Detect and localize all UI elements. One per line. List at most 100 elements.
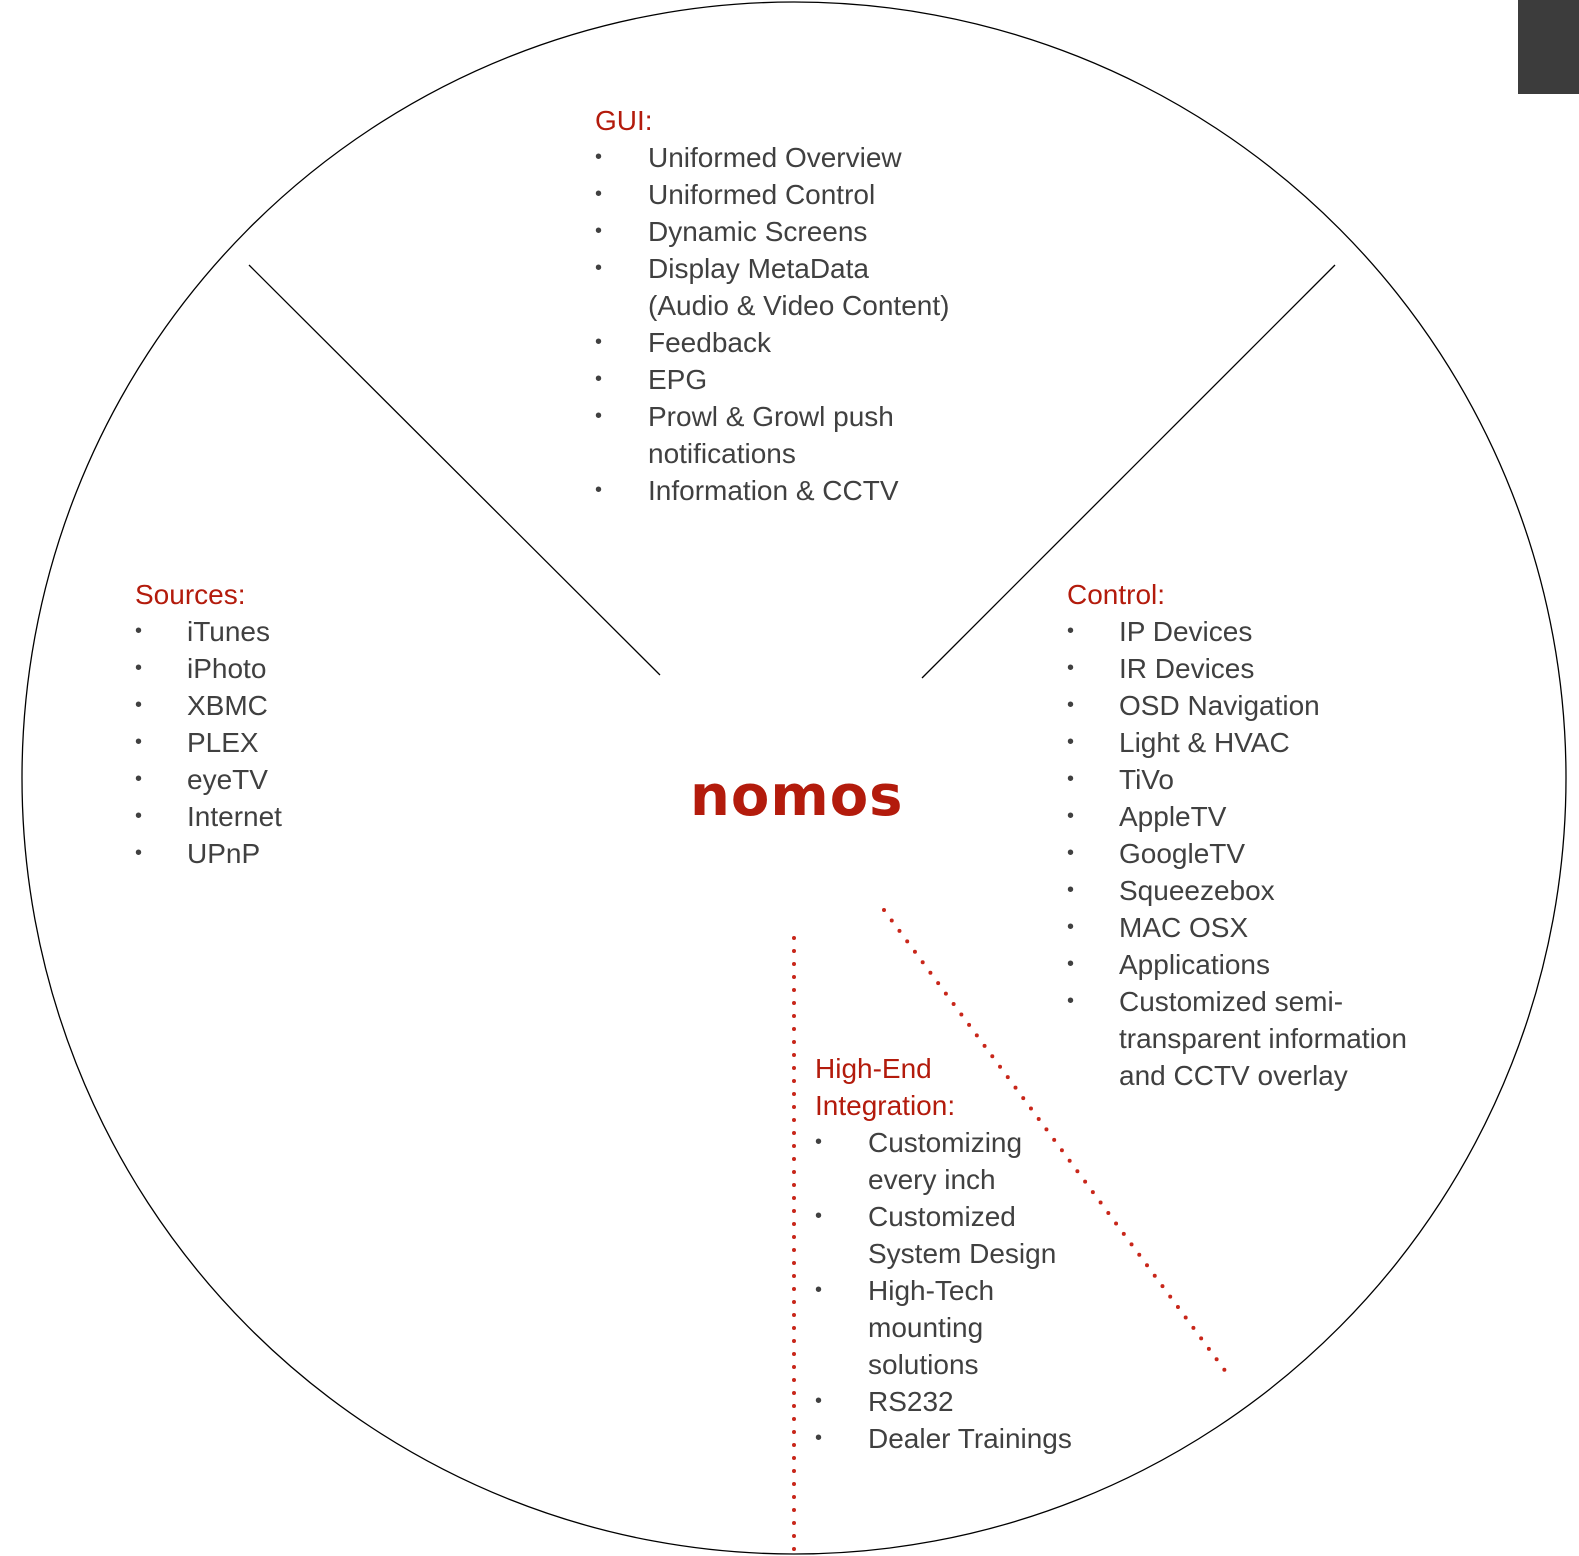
list-item-text: UPnP: [187, 838, 261, 869]
bullet-icon: •: [1067, 879, 1075, 901]
divider-right: [921, 264, 1336, 679]
bullet-icon: •: [595, 368, 603, 390]
gui-heading: GUI:: [595, 105, 653, 136]
integration-heading: High-End Integration:: [815, 1053, 956, 1121]
list-item-text: Customized semi- transparent information…: [1119, 986, 1407, 1091]
list-item: • iTunes: [135, 613, 435, 650]
bullet-icon: •: [595, 220, 603, 242]
bullet-icon: •: [815, 1390, 823, 1412]
list-item: • eyeTV: [135, 761, 435, 798]
bullet-icon: •: [595, 146, 603, 168]
list-item: • AppleTV: [1067, 798, 1467, 835]
bullet-icon: •: [1067, 805, 1075, 827]
list-item: •XBMC: [135, 687, 435, 724]
list-item: • Feedback: [595, 324, 1015, 361]
list-item-text: GoogleTV: [1119, 838, 1246, 869]
bullet-icon: •: [595, 479, 603, 501]
list-item-text: eyeTV: [187, 764, 268, 795]
list-item-text: MAC OSX: [1119, 912, 1249, 943]
list-item: • Customizing every inch: [815, 1124, 1115, 1198]
list-item: • Uniformed Overview: [595, 139, 1015, 176]
list-item-text: IP Devices: [1119, 616, 1253, 647]
list-item-text: iPhoto: [187, 653, 267, 684]
list-item-text: Light & HVAC: [1119, 727, 1290, 758]
list-item-text: AppleTV: [1119, 801, 1227, 832]
list-item: • IR Devices: [1067, 650, 1467, 687]
bullet-icon: •: [135, 805, 143, 827]
bullet-icon: •: [1067, 694, 1075, 716]
bullet-icon: •: [135, 768, 143, 790]
corner-tab: [1518, 0, 1579, 94]
integration-section: High-End Integration: • Customizing every…: [815, 1050, 1115, 1457]
list-item: • Prowl & Growl push notifications: [595, 398, 1015, 472]
bullet-icon: •: [1067, 768, 1075, 790]
list-item: • High-Tech mounting solutions: [815, 1272, 1115, 1383]
bullet-icon: •: [1067, 657, 1075, 679]
list-item-text: Dynamic Screens: [648, 216, 868, 247]
outer-circle: [21, 1, 1567, 1555]
bullet-icon: •: [815, 1131, 823, 1153]
bullet-icon: •: [1067, 842, 1075, 864]
bullet-icon: •: [815, 1279, 823, 1301]
list-item: • IP Devices: [1067, 613, 1467, 650]
control-heading: Control:: [1067, 579, 1166, 610]
list-item-text: Feedback: [648, 327, 771, 358]
list-item-text: EPG: [648, 364, 708, 395]
list-item-text: Applications: [1119, 949, 1270, 980]
list-item: • MAC OSX: [1067, 909, 1467, 946]
bullet-icon: •: [1067, 953, 1075, 975]
bullet-icon: •: [135, 620, 143, 642]
bullet-icon: •: [135, 657, 143, 679]
bullet-icon: •: [1067, 620, 1075, 642]
sources-section: Sources: •iTunes•iPhoto•XBMC•PLEX•eyeTV•…: [135, 576, 435, 872]
list-item: • TiVo: [1067, 761, 1467, 798]
bullet-icon: •: [135, 842, 143, 864]
list-item-text: Squeezebox: [1119, 875, 1275, 906]
list-item: • Customized System Design: [815, 1198, 1115, 1272]
bullet-icon: •: [595, 405, 603, 427]
bullet-icon: •: [595, 183, 603, 205]
list-item: • Uniformed Control: [595, 176, 1015, 213]
list-item: • iPhoto: [135, 650, 435, 687]
list-item-text: Customized System Design: [868, 1201, 1057, 1269]
list-item-text: OSD Navigation: [1119, 690, 1320, 721]
list-item-text: Uniformed Control: [648, 179, 876, 210]
list-item-text: iTunes: [187, 616, 271, 647]
bullet-icon: •: [1067, 916, 1075, 938]
list-item: •PLEX: [135, 724, 435, 761]
list-item: • UPnP: [135, 835, 435, 872]
bullet-icon: •: [815, 1427, 823, 1449]
list-item: • Dealer Trainings: [815, 1420, 1115, 1457]
list-item: • EPG: [595, 361, 1015, 398]
bullet-icon: •: [135, 694, 143, 716]
list-item: • Applications: [1067, 946, 1467, 983]
list-item-text: IR Devices: [1119, 653, 1255, 684]
list-item: • OSD Navigation: [1067, 687, 1467, 724]
gui-section: GUI: • Uniformed Overview • Uniformed Contr…: [595, 102, 1015, 509]
bullet-icon: •: [1067, 990, 1075, 1012]
bullet-icon: •: [135, 731, 143, 753]
list-item: • Customized semi- transparent informatio…: [1067, 983, 1467, 1094]
list-item: • GoogleTV: [1067, 835, 1467, 872]
list-item-text: Dealer Trainings: [868, 1423, 1072, 1454]
list-item: • Dynamic Screens: [595, 213, 1015, 250]
bullet-icon: •: [595, 331, 603, 353]
bullet-icon: •: [1067, 731, 1075, 753]
list-item-text: High-Tech mounting solutions: [868, 1275, 995, 1380]
control-section: Control: • IP Devices • IR Devices • OSD Navi…: [1067, 576, 1467, 1094]
list-item-text: RS232: [868, 1386, 954, 1417]
list-item: •Information & CCTV: [595, 472, 1015, 509]
list-item-text: Customizing every inch: [868, 1127, 1023, 1195]
list-item-text: Display MetaData (Audio & Video Content): [648, 253, 950, 321]
list-item-text: Uniformed Overview: [648, 142, 902, 173]
list-item: • Internet: [135, 798, 435, 835]
list-item-text: Internet: [187, 801, 282, 832]
list-item-text: TiVo: [1119, 764, 1174, 795]
bullet-icon: •: [815, 1205, 823, 1227]
list-item: •Display MetaData (Audio & Video Content…: [595, 250, 1015, 324]
gui-list: • Uniformed Overview • Uniformed Control • Dy…: [595, 139, 1015, 509]
list-item-text: Prowl & Growl push notifications: [648, 401, 894, 469]
control-list: • IP Devices • IR Devices • OSD Navigation • Li…: [1067, 613, 1467, 1094]
nomos-logo: nomos: [690, 764, 904, 829]
